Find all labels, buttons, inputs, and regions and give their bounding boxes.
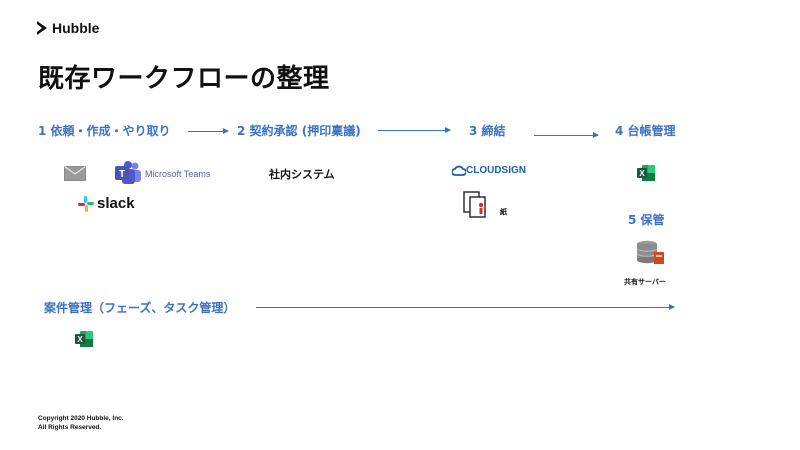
svg-text:X: X <box>639 169 645 178</box>
cloud-icon <box>452 165 466 176</box>
svg-text:T: T <box>119 169 125 180</box>
hubble-logo-icon <box>37 21 47 35</box>
flow-arrow-1 <box>188 128 229 134</box>
flow-arrow-3 <box>534 132 599 138</box>
flow-arrow-2 <box>378 127 451 133</box>
slack-icon <box>78 196 94 212</box>
document-icon <box>463 191 486 218</box>
copyright: Copyright 2020 Hubble, Inc. All Rights R… <box>38 414 124 432</box>
step-2-label: 2 契約承認 (押印稟議) <box>237 124 361 138</box>
excel-icon: X <box>75 331 93 347</box>
svg-text:X: X <box>77 335 83 344</box>
teams-label: Microsoft Teams <box>145 169 211 179</box>
brand-name: Hubble <box>52 20 100 36</box>
case-management-arrow <box>256 304 675 310</box>
paper-label: 紙 <box>500 208 507 216</box>
page-title: 既存ワークフローの整理 <box>38 64 330 94</box>
cloudsign-label: CLOUDSIGN <box>466 165 526 176</box>
step-1-label: 1 依頼・作成・やり取り <box>38 124 171 138</box>
case-management-label: 案件管理（フェーズ、タスク管理） <box>44 301 236 315</box>
step-3-label: 3 締結 <box>469 124 506 138</box>
teams-icon: T <box>115 161 141 184</box>
step-5-label: 5 保管 <box>628 213 665 227</box>
shared-server-label: 共有サーバー <box>624 278 666 286</box>
internal-system-label: 社内システム <box>269 168 335 181</box>
copyright-line-1: Copyright 2020 Hubble, Inc. <box>38 415 124 422</box>
brand-logo: Hubble <box>36 20 99 36</box>
copyright-line-2: All Rights Reserved. <box>38 424 102 431</box>
database-icon <box>636 240 664 264</box>
excel-icon: X <box>637 165 655 181</box>
mail-icon <box>64 166 86 181</box>
step-4-label: 4 台帳管理 <box>615 124 676 138</box>
slack-label: slack <box>97 195 135 212</box>
